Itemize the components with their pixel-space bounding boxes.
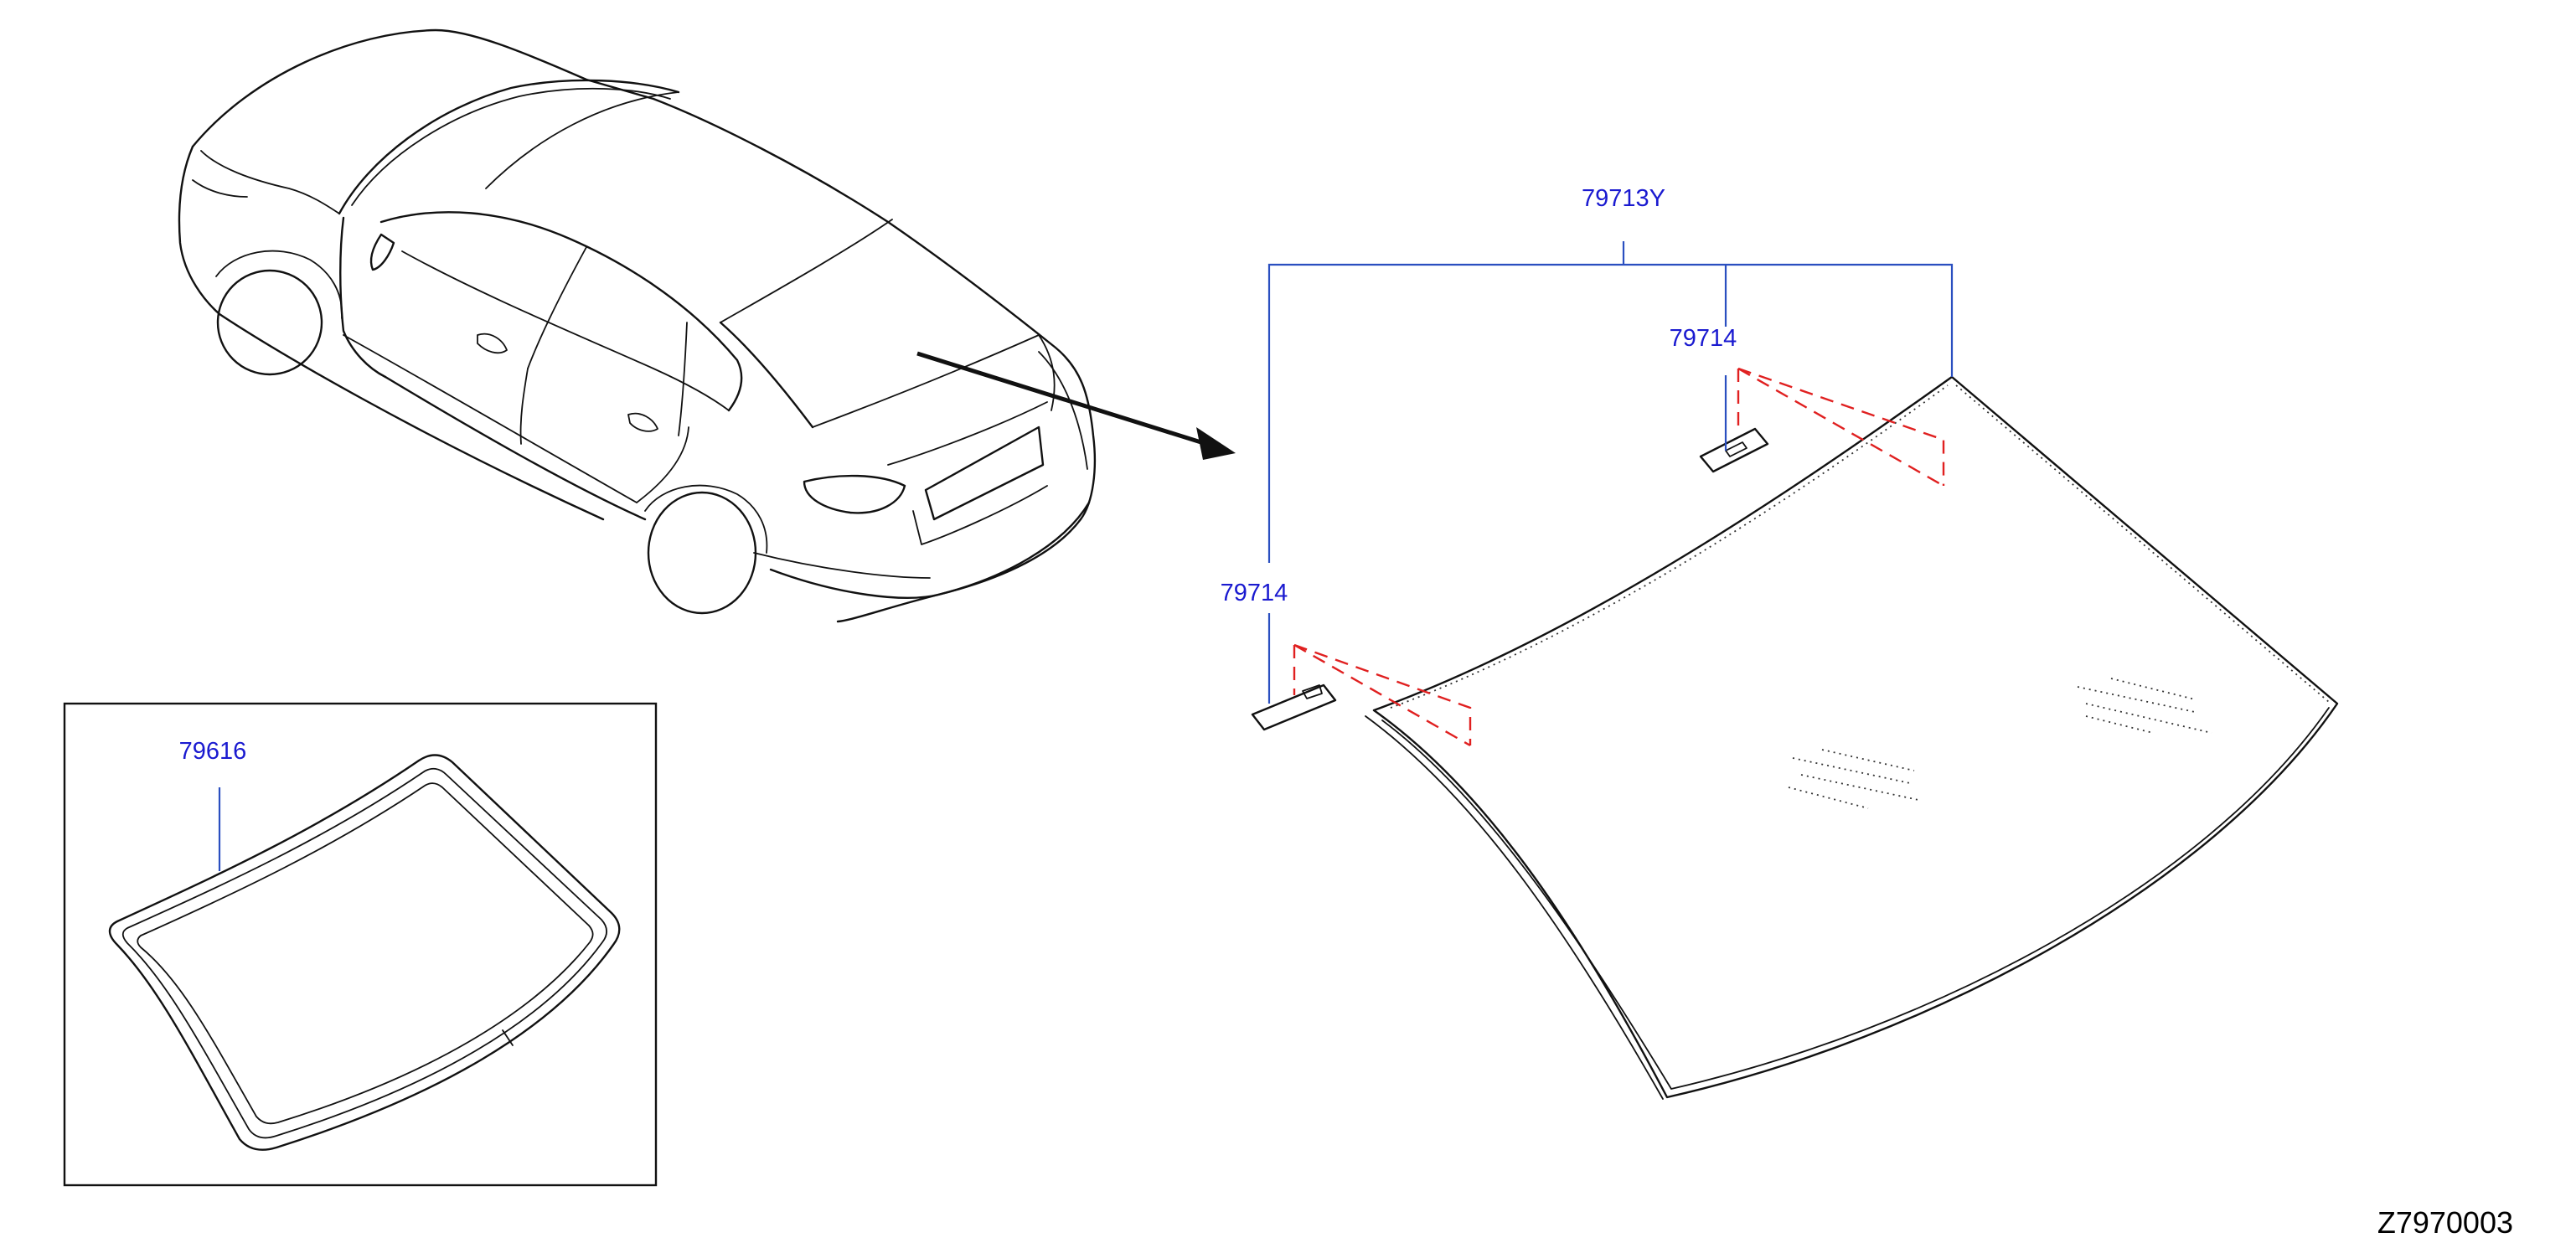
moulding-inset — [63, 702, 658, 1187]
diagram-id: Z7970003 — [2377, 1205, 2513, 1240]
label-79713y: 79713Y — [1582, 185, 1665, 212]
label-79714-lower: 79714 — [1221, 580, 1288, 606]
label-79616: 79616 — [179, 738, 247, 765]
bracket-lower — [1251, 683, 1337, 731]
windshield-glass — [1365, 375, 2339, 1100]
label-79714-upper: 79714 — [1670, 325, 1737, 352]
pointer-arrow — [916, 351, 1236, 460]
leader-lines — [1267, 241, 1954, 704]
installation-guides — [1293, 367, 1945, 747]
bracket-upper — [1699, 427, 1769, 473]
car-illustration — [178, 28, 1097, 623]
